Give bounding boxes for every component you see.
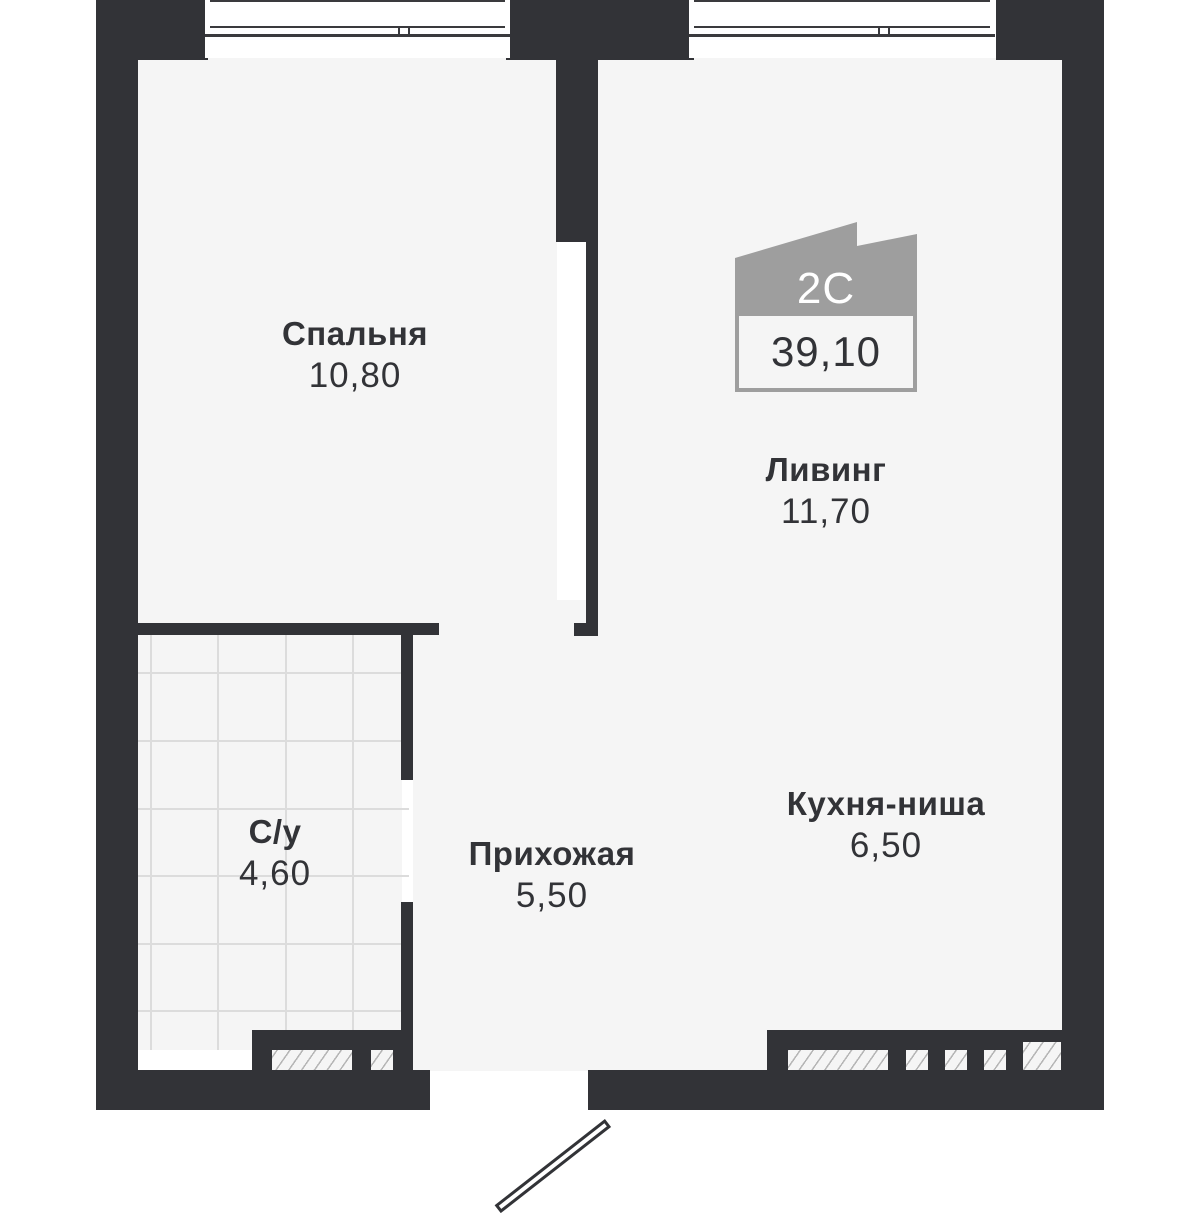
floor-bathroom xyxy=(137,635,402,1050)
badge-roof-icon xyxy=(735,222,917,318)
apartment-area-box: 39,10 xyxy=(735,316,917,392)
room-label-bathroom: С/у 4,60 xyxy=(239,812,311,896)
outer-wall-right xyxy=(1062,0,1104,1110)
ventilation-shaft-icon xyxy=(272,1050,352,1070)
ventilation-shaft-icon xyxy=(371,1050,393,1070)
outer-wall-left xyxy=(96,0,138,1110)
room-name: Кухня-ниша xyxy=(786,785,986,822)
door-icon xyxy=(494,1119,612,1213)
wall-bathroom-upper xyxy=(401,633,413,780)
ventilation-shaft-icon xyxy=(1023,1042,1061,1070)
room-area: 10,80 xyxy=(308,356,402,395)
apartment-badge: 2С 39,10 xyxy=(735,220,917,392)
apartment-total-area: 39,10 xyxy=(770,328,882,375)
room-label-bedroom: Спальня 10,80 xyxy=(282,314,428,398)
ventilation-shaft-icon xyxy=(984,1050,1006,1070)
floor-living-kitchen xyxy=(598,58,1063,1071)
partition-bedroom-living-thick xyxy=(556,58,598,242)
room-label-living: Ливинг 11,70 xyxy=(766,450,887,534)
ventilation-shaft-icon xyxy=(906,1050,928,1070)
partition-foot xyxy=(574,623,598,636)
room-name: С/у xyxy=(248,813,302,850)
floor-hallway-upper xyxy=(437,600,587,640)
room-area: 6,50 xyxy=(849,826,923,865)
outer-wall-top-middle xyxy=(506,0,694,60)
room-area: 11,70 xyxy=(780,492,871,531)
room-name: Ливинг xyxy=(765,451,887,488)
room-label-kitchen: Кухня-ниша 6,50 xyxy=(787,784,986,868)
wall-bedroom-bathroom xyxy=(137,623,439,635)
room-label-hallway: Прихожая 5,50 xyxy=(469,834,636,918)
window-living xyxy=(689,0,995,58)
floor-hallway xyxy=(413,623,603,1071)
wall-bathroom-lower xyxy=(401,902,413,1072)
room-area: 4,60 xyxy=(238,854,312,893)
room-name: Спальня xyxy=(281,315,429,352)
ventilation-shaft-icon xyxy=(945,1050,967,1070)
floor-bedroom xyxy=(137,58,557,624)
room-name: Прихожая xyxy=(468,835,636,872)
window-bedroom xyxy=(205,0,510,58)
partition-bedroom-living-thin xyxy=(586,240,598,636)
apartment-type: 2С xyxy=(796,264,856,313)
room-area: 5,50 xyxy=(515,876,589,915)
ventilation-shaft-icon xyxy=(788,1050,888,1070)
outer-wall-bottom-right xyxy=(588,1070,1104,1110)
outer-wall-bottom-left xyxy=(96,1070,430,1110)
